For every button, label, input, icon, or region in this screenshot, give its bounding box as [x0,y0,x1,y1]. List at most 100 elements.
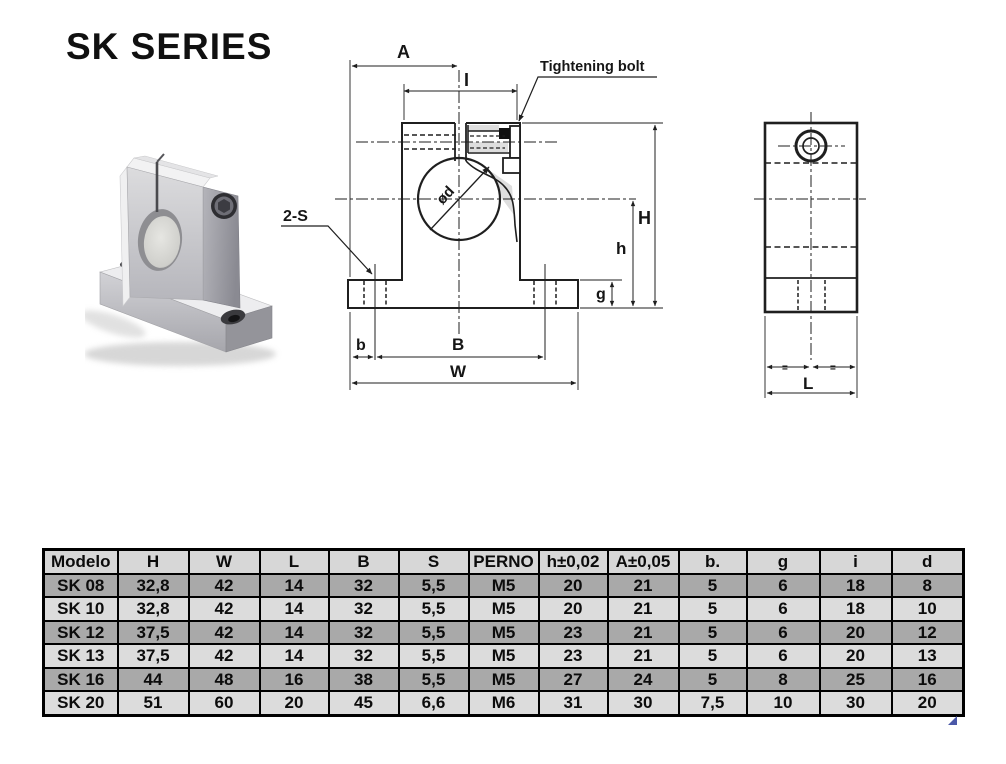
model-cell: SK 20 [42,690,119,716]
value-cell: 8 [745,666,821,692]
value-cell: 10 [745,690,821,716]
hex-socket [218,199,230,213]
dim-label-B: B [452,335,464,354]
value-cell: 13 [890,643,965,669]
technical-drawing: A I Tightening bolt 2-S ød H h g b B W [281,42,866,398]
front-view-drawing [335,70,636,360]
value-cell: 5,5 [397,619,470,645]
value-cell: 32 [327,619,400,645]
value-cell: 10 [890,596,965,622]
photo-upright-block [119,153,241,309]
value-cell: 37,5 [116,643,190,669]
value-cell: 23 [537,619,609,645]
value-cell: 14 [258,572,330,598]
value-cell: M5 [467,666,540,692]
cavity-curve [465,160,518,243]
column-header: h±0,02 [537,548,609,575]
dim-label-L: L [803,374,813,393]
value-cell: 21 [606,572,680,598]
value-cell: 45 [327,690,400,716]
value-cell: 5 [677,572,748,598]
column-header: i [818,548,893,575]
hidden-side-hole [404,134,456,150]
value-cell: 32 [327,572,400,598]
value-cell: 42 [187,596,261,622]
value-cell: 8 [890,572,965,598]
value-cell: M5 [467,643,540,669]
tightening-bolt-leader [518,76,657,122]
value-cell: 6 [745,643,821,669]
page-title: SK SERIES [66,26,273,67]
model-cell: SK 10 [42,596,119,622]
base-hole-inner [228,314,240,323]
dim-label-b: b [356,337,366,354]
value-cell: 5,5 [397,643,470,669]
value-cell: 21 [606,643,680,669]
photo-shadow-left [85,310,146,338]
value-cell: 5 [677,619,748,645]
value-cell: 20 [537,596,609,622]
value-cell: 42 [187,619,261,645]
value-cell: 24 [606,666,680,692]
value-cell: 18 [818,596,893,622]
value-cell: 5 [677,596,748,622]
value-cell: 6 [745,572,821,598]
value-cell: 20 [258,690,330,716]
two-s-leader [281,225,373,275]
value-cell: 48 [187,666,261,692]
column-header: W [187,548,261,575]
column-header: H [116,548,190,575]
column-header: PERNO [467,548,540,575]
column-header: b. [677,548,748,575]
value-cell: 60 [187,690,261,716]
value-cell: 14 [258,596,330,622]
equal-mark-left: = [782,363,788,374]
column-header: B [327,548,400,575]
model-cell: SK 13 [42,643,119,669]
dim-label-h: h [616,239,626,258]
value-cell: 6 [745,596,821,622]
value-cell: 30 [606,690,680,716]
value-cell: 37,5 [116,619,190,645]
value-cell: 20 [818,619,893,645]
bore-interior [143,216,181,268]
value-cell: 14 [258,643,330,669]
value-cell: 20 [818,643,893,669]
front-body-outline [347,122,579,309]
value-cell: 6,6 [397,690,470,716]
value-cell: 12 [890,619,965,645]
value-cell: 5,5 [397,596,470,622]
value-cell: 42 [187,572,261,598]
equal-mark-right: = [830,363,836,374]
base-holes [363,264,557,360]
value-cell: 31 [537,690,609,716]
value-cell: 38 [327,666,400,692]
model-cell: SK 12 [42,619,119,645]
value-cell: 5 [677,666,748,692]
two-s-label: 2-S [283,208,308,225]
column-header: g [745,548,821,575]
center-lines [335,70,636,334]
dim-label-i: I [464,70,469,90]
dim-label-W: W [450,362,467,381]
value-cell: M5 [467,572,540,598]
dim-label-g: g [596,286,606,303]
column-header: Modelo [42,548,119,575]
value-cell: 32,8 [116,572,190,598]
tightening-bolt-label: Tightening bolt [540,59,645,75]
side-view-drawing [754,112,866,398]
column-header: S [397,548,470,575]
value-cell: 16 [258,666,330,692]
column-header: A±0,05 [606,548,680,575]
value-cell: 5,5 [397,666,470,692]
value-cell: 44 [116,666,190,692]
value-cell: 20 [890,690,965,716]
value-cell: 25 [818,666,893,692]
